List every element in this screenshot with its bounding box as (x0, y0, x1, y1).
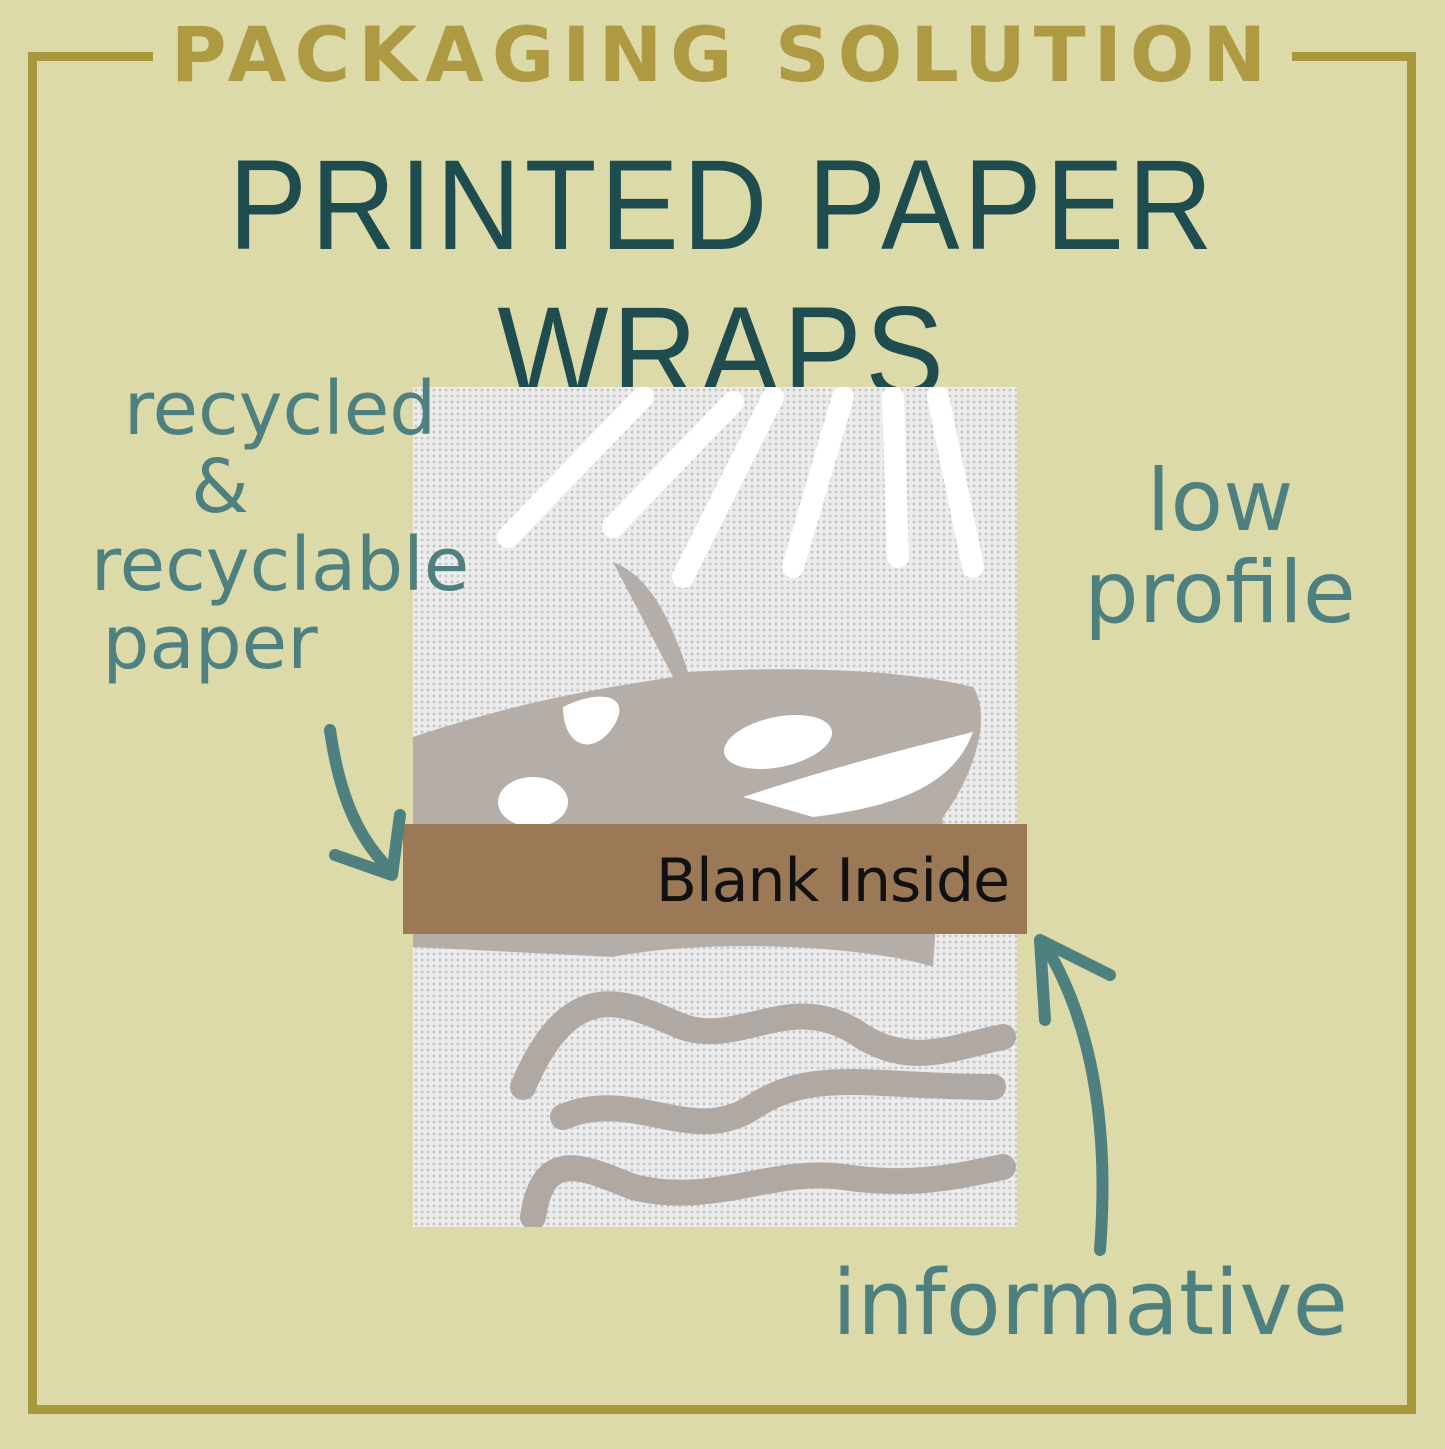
note-line: & (191, 444, 249, 530)
note-line: profile (1084, 543, 1356, 643)
paper-band: Blank Inside (403, 824, 1027, 934)
note-line: low (1146, 451, 1294, 551)
waves-icon (510, 991, 1016, 1227)
note-line: recycled (123, 366, 437, 452)
eyebrow-text: PACKAGING SOLUTION (152, 10, 1293, 99)
note-line: paper (102, 600, 318, 686)
note-informative: informative (832, 1251, 1348, 1356)
eyebrow-heading: PACKAGING SOLUTION (0, 10, 1445, 99)
sun-rays-icon (497, 387, 984, 588)
note-line: recyclable (90, 522, 470, 608)
note-low-profile: low profile (1050, 455, 1390, 639)
band-label: Blank Inside (655, 846, 1010, 916)
note-recycled: recycled & recyclable paper (40, 370, 520, 682)
